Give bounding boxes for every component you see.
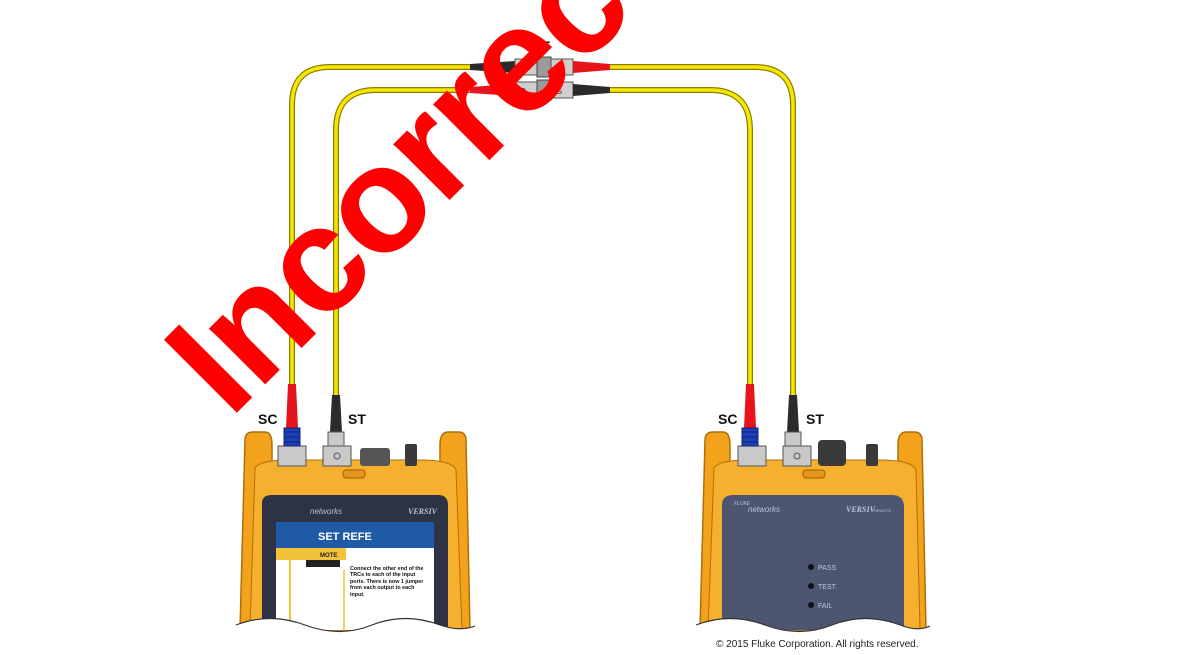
remote-model: VERSIV (846, 505, 876, 514)
screen-title: SET REFE (318, 531, 372, 543)
test-led (808, 583, 814, 589)
main-unit-brand: networks (310, 507, 342, 516)
main-unit-cutoff (236, 618, 475, 655)
remote-sc-label: SC (718, 411, 738, 427)
main-st-connector (327, 395, 345, 447)
remote-model-suffix: REMOTE (874, 508, 891, 513)
st-coupler-bottom: R G (470, 79, 610, 101)
main-st-label: ST (348, 411, 366, 427)
remote-st-label: ST (806, 411, 824, 427)
screen-instruction: Connect the other end of the TRCs to eac… (350, 566, 424, 598)
main-unit-model: VERSIV (408, 507, 438, 516)
st-coupler-top: R G (470, 56, 610, 78)
remote-brand: networks (748, 505, 780, 514)
remote-brand-top: FLUKE (734, 501, 751, 507)
remote-unit-cutoff (696, 618, 930, 655)
fiber-cables (289, 64, 796, 395)
svg-text:R: R (520, 87, 526, 96)
fail-led (808, 602, 814, 608)
remote-sc-connector (741, 384, 759, 447)
coupler-label: ST (532, 38, 550, 54)
remote-unit-panel (722, 495, 904, 630)
remote-st-connector (784, 395, 802, 447)
remote-unit: FLUKE networks VERSIV REMOTE PASS TEST F… (699, 431, 927, 631)
fail-label: FAIL (818, 603, 833, 610)
copyright-notice: © 2015 Fluke Corporation. All rights res… (716, 639, 919, 650)
main-sc-connector (283, 384, 301, 447)
main-sc-label: SC (258, 411, 278, 427)
test-label: TEST (818, 584, 837, 591)
screen-tag: MOTE (320, 553, 337, 559)
svg-text:G: G (556, 64, 562, 73)
svg-text:R: R (520, 64, 526, 73)
pass-led (808, 564, 814, 570)
pass-label: PASS (818, 565, 836, 572)
svg-text:G: G (556, 87, 562, 96)
main-unit: networks VERSIV SET REFE MOTE Connect th… (239, 431, 471, 631)
